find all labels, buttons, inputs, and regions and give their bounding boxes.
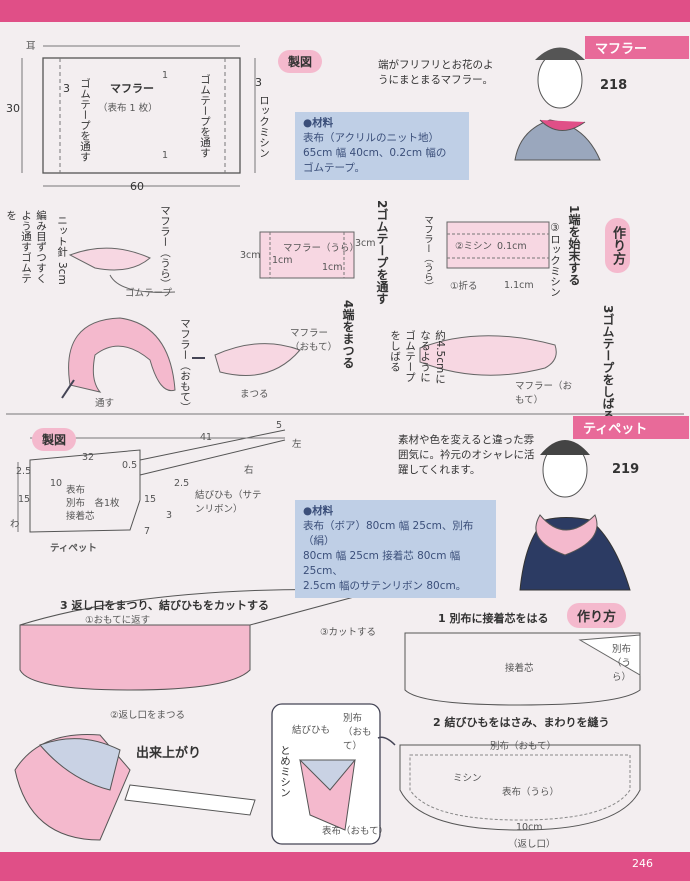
- secchakushin-label: 接着芯: [505, 663, 534, 674]
- muffler-pattern-sub: （表布 1 枚）: [98, 103, 158, 114]
- materials-line: 65cm 幅 40cm、0.2cm 幅の: [303, 147, 447, 159]
- tsukurikata-title: 作り方: [605, 218, 630, 273]
- gomu-right-label: ゴムテープを通す: [199, 74, 211, 158]
- dim-15a: 15: [18, 494, 31, 505]
- label-wa: わ: [10, 519, 20, 530]
- c3a-label: 3cm: [240, 250, 261, 261]
- dim-3a: 3: [63, 82, 70, 95]
- dim-3: 3: [166, 510, 173, 521]
- item-number-2: 219: [612, 462, 640, 477]
- materials-line-2: 80cm 幅 25cm 接着芯 80cm 幅 25cm、: [303, 550, 461, 577]
- bottom-bar: [0, 852, 690, 881]
- materials-line-2: 2.5cm 幅のサテンリボン 80cm。: [303, 580, 467, 592]
- step1-label: 1端を始末する: [567, 205, 581, 286]
- dim-7: 7: [144, 526, 151, 537]
- dim-5: 5: [276, 420, 283, 431]
- betsu-omote-label: 別布（おもて）: [343, 713, 372, 752]
- c11-label: 1.1cm: [504, 280, 534, 291]
- muffler-pattern-name: マフラー: [110, 82, 154, 95]
- betsu-ura-label: 別布（うら）: [612, 644, 632, 683]
- muffler-ura-label: マフラー（うら）: [422, 215, 433, 291]
- materials-line-2: 表布（ボア）80cm 幅 25cm、別布（絹）: [303, 520, 474, 547]
- muffler-omote2-label: マフラー（おもて）: [179, 318, 191, 413]
- dim-15b: 15: [144, 494, 157, 505]
- c3c-label: 3cm: [56, 262, 68, 285]
- c3b-label: 3cm: [355, 238, 376, 249]
- section-tag-tippet: ティペット: [573, 416, 689, 439]
- step4-label: 4端をまつる: [341, 300, 355, 369]
- step2-label: 2ゴムテープを通す: [375, 200, 389, 305]
- dim-1b: 1: [162, 150, 169, 161]
- musubi-label: 結びひも（サテンリボン）: [195, 490, 262, 515]
- step3-label-2: 3 返し口をまつり、結びひもをカットする: [60, 599, 270, 612]
- muffler-omote-label: マフラー（おもて）: [515, 381, 573, 406]
- seizu-title: 製図: [278, 50, 323, 73]
- omote-kaesu-label: ①おもてに返す: [85, 615, 151, 626]
- ori-label: ①折る: [450, 281, 478, 292]
- materials-line: ゴムテープ。: [303, 162, 366, 174]
- yaku-label: 約4.5cmになるようにゴムテープをしばる: [389, 330, 446, 384]
- tippet-parts: 表布 別布 各1枚 接着芯: [66, 485, 120, 522]
- matsuru-label: まつる: [240, 389, 269, 400]
- mishin2-label: ミシン: [453, 773, 482, 784]
- dekiagari-title: 出来上がり: [136, 746, 202, 761]
- c1b-label: 1cm: [322, 262, 343, 273]
- step1-label-2: 1 別布に接着芯をはる: [438, 612, 549, 625]
- c1-label: 1cm: [272, 255, 293, 266]
- seizu-title-2: 製図: [32, 428, 77, 451]
- intro-text-2: 素材や色を変えると違った雰囲気に。衿元のオシャレに活躍してくれます。: [398, 434, 535, 476]
- dim-30: 30: [6, 102, 20, 115]
- dim-05: 0.5: [122, 460, 138, 471]
- page-number: 246: [632, 857, 653, 870]
- tome-mishin-label: とめミシン: [279, 745, 291, 798]
- dim-10: 10: [50, 478, 63, 489]
- dim-32: 32: [82, 452, 95, 463]
- omote-ura-label: 表布（うら）: [502, 787, 560, 798]
- cut-label: ③カットする: [320, 627, 377, 638]
- nit-hari-label: ニット針: [56, 215, 68, 257]
- ami-label: 編み目ずつすくよう通すゴムテを: [5, 210, 47, 284]
- musubihimo-label: 結びひも: [292, 725, 331, 736]
- kaeshiguchi-label: （返し口）: [508, 839, 556, 850]
- label-hidari: 左: [292, 439, 302, 450]
- dim-41: 41: [200, 432, 213, 443]
- kaeshi-matsuru-label: ②返し口をまつる: [110, 710, 186, 721]
- dim-25a: 2.5: [16, 466, 32, 477]
- dim-25b: 2.5: [174, 478, 190, 489]
- rock3-label: ③ロックミシン: [549, 222, 561, 297]
- materials-title: ●材料: [303, 117, 334, 129]
- mishin-label: ②ミシン: [455, 241, 493, 252]
- label-mimi: 耳: [26, 41, 36, 52]
- label-migi: 右: [244, 465, 254, 476]
- materials-box-muffler: ●材料 表布（アクリルのニット地） 65cm 幅 40cm、0.2cm 幅の ゴ…: [295, 112, 469, 180]
- omote-omote-label: 表布（おもて）: [322, 826, 389, 837]
- c10-label: 10cm: [516, 822, 543, 833]
- muffler-omote3-label: マフラー（おもて）: [290, 328, 338, 353]
- item-number: 218: [600, 78, 628, 93]
- tsukurikata-title-2: 作り方: [567, 603, 627, 628]
- intro-text: 端がフリフリとお花のようにまとまるマフラー。: [378, 59, 494, 86]
- materials-title-2: ●材料: [303, 505, 334, 517]
- muffler-ura2-label: マフラー（うら）: [283, 243, 360, 254]
- c01-label: 0.1cm: [497, 241, 527, 252]
- gomu-left-label: ゴムテープを通す: [79, 78, 91, 162]
- step3-label: 3ゴムテープをしばる: [601, 305, 615, 422]
- toosu-label: 通す: [95, 398, 115, 409]
- rock-label: ロックミシン: [258, 95, 270, 158]
- materials-line: 表布（アクリルのニット地）: [303, 132, 439, 144]
- gomutape-label: ゴムテープ: [125, 288, 172, 299]
- tippet-label: ティペット: [50, 543, 97, 554]
- dim-1a: 1: [162, 70, 169, 81]
- dim-3b: 3: [255, 76, 262, 89]
- dim-60: 60: [130, 180, 144, 193]
- section-tag-muffler: マフラー: [585, 36, 689, 59]
- materials-box-tippet: ●材料 表布（ボア）80cm 幅 25cm、別布（絹） 80cm 幅 25cm …: [295, 500, 496, 598]
- betsu-omote2-label: 別布（おもて）: [490, 741, 557, 752]
- step2-label-2: 2 結びひもをはさみ、まわりを縫う: [433, 716, 610, 729]
- muffler-ura3-label: マフラー（うら）: [159, 205, 171, 289]
- top-bar: [0, 0, 690, 22]
